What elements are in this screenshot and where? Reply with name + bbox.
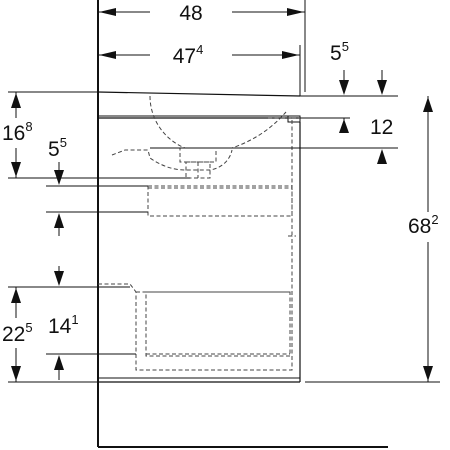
overall-width-label: 48 (179, 2, 202, 25)
svg-text:168: 168 (2, 119, 33, 145)
upper-gap-dimension: 55 (46, 135, 148, 236)
lower-height-label: 22 (2, 323, 25, 346)
drawer-height-label: 14 (48, 315, 72, 338)
upper-height-label: 16 (2, 122, 25, 145)
upper-height-dimension: 168 (0, 91, 190, 179)
svg-text:682: 682 (408, 212, 439, 238)
svg-text:474: 474 (173, 42, 204, 68)
basin-depth-dimension: 12 (150, 116, 398, 164)
overall-width-dimension: 48 (98, 0, 306, 92)
svg-text:12: 12 (370, 116, 393, 139)
top-offset-dimension: 55 (300, 39, 398, 97)
upper-gap-label: 5 (48, 138, 60, 161)
lower-drawer (98, 235, 296, 371)
inner-width-dimension: 474 (98, 42, 301, 96)
drawer-height-sup: 1 (71, 312, 78, 327)
lower-height-dimension: 225 (0, 286, 98, 383)
total-height-label: 68 (408, 215, 431, 238)
svg-text:48: 48 (179, 2, 202, 25)
drawer-height-dimension: 141 (46, 266, 136, 380)
basin-hidden-lines (111, 95, 287, 179)
total-height-dimension: 682 (305, 96, 450, 383)
total-height-sup: 2 (431, 212, 438, 227)
top-offset-label: 5 (330, 42, 342, 65)
upper-drawer (147, 117, 300, 236)
inner-width-sup: 4 (196, 42, 203, 57)
svg-text:55: 55 (48, 135, 67, 161)
svg-text:225: 225 (2, 320, 33, 346)
cabinet-outline (97, 91, 301, 383)
lower-height-sup: 5 (25, 320, 32, 335)
upper-height-sup: 8 (25, 119, 32, 134)
svg-text:55: 55 (330, 39, 349, 65)
top-offset-sup: 5 (342, 39, 349, 54)
inner-width-label: 47 (173, 45, 196, 68)
basin-depth-label: 12 (370, 116, 393, 139)
wall-and-floor (97, 0, 388, 448)
svg-text:141: 141 (48, 312, 79, 338)
upper-gap-sup: 5 (60, 135, 67, 150)
